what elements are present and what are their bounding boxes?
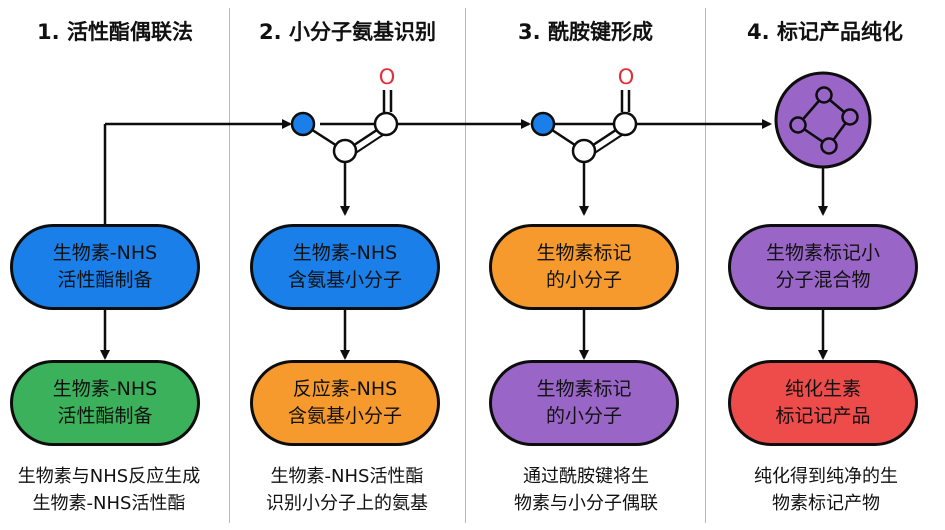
molecule-atom-blue bbox=[530, 111, 556, 137]
step-1-bottom-box: 生物素-NHS 活性酯制备 bbox=[10, 360, 200, 446]
box-line: 反应素-NHS bbox=[292, 378, 398, 400]
step-1-top-box: 生物素-NHS 活性酯制备 bbox=[10, 224, 200, 310]
step-3-description: 通过酰胺键将生 物素与小分子偶联 bbox=[472, 463, 700, 517]
column-separator-1 bbox=[229, 8, 230, 523]
step-2-bottom-box: 反应素-NHS 含氨基小分子 bbox=[250, 360, 440, 446]
column-separator-3 bbox=[705, 8, 706, 523]
box-line: 生物素-NHS bbox=[292, 242, 398, 264]
molecule-atom bbox=[612, 111, 638, 137]
oxygen-label: O bbox=[379, 65, 396, 89]
description-line: 生物素-NHS活性酯 bbox=[270, 466, 424, 487]
description-line: 物素与小分子偶联 bbox=[514, 493, 658, 514]
box-line: 生物素标记 bbox=[536, 378, 632, 400]
step-1-title: 1. 活性酯偶联法 bbox=[37, 20, 193, 44]
box-line: 生物素标记小 bbox=[765, 242, 880, 264]
description-line: 识别小分子上的氨基 bbox=[266, 493, 428, 514]
step-2-title: 2. 小分子氨基识别 bbox=[259, 20, 436, 44]
step-4-title: 4. 标记产品纯化 bbox=[747, 20, 903, 44]
box-line: 活性酯制备 bbox=[57, 269, 153, 291]
step-4-top-box: 生物素标记小 分子混合物 bbox=[728, 224, 918, 310]
description-line: 物素标记产物 bbox=[772, 493, 880, 514]
molecule-atom bbox=[571, 138, 597, 164]
box-line: 含氨基小分子 bbox=[287, 269, 402, 291]
box-line: 纯化生素 bbox=[784, 378, 861, 400]
step-4-bottom-box: 纯化生素 标记记产品 bbox=[728, 360, 918, 446]
step-4-description: 纯化得到纯净的生 物素标记产物 bbox=[712, 463, 940, 517]
box-line: 分子混合物 bbox=[775, 269, 871, 291]
molecule-atom bbox=[373, 111, 399, 137]
step-2-top-box: 生物素-NHS 含氨基小分子 bbox=[250, 224, 440, 310]
box-line: 生物素-NHS bbox=[52, 242, 158, 264]
box-line: 生物素-NHS bbox=[52, 378, 158, 400]
step-3-top-box: 生物素标记 的小分子 bbox=[489, 224, 679, 310]
step-3-title: 3. 酰胺键形成 bbox=[518, 20, 653, 44]
description-line: 生物素-NHS活性酯 bbox=[32, 493, 186, 514]
step-3-bottom-box: 生物素标记 的小分子 bbox=[489, 360, 679, 446]
step-1-description: 生物素与NHS反应生成 生物素-NHS活性酯 bbox=[0, 463, 218, 517]
box-line: 含氨基小分子 bbox=[287, 405, 402, 427]
description-line: 纯化得到纯净的生 bbox=[754, 466, 898, 487]
graph-molecule-icon bbox=[774, 71, 872, 169]
molecule-atom-blue bbox=[290, 111, 316, 137]
box-line: 的小分子 bbox=[545, 405, 622, 427]
description-line: 生物素与NHS反应生成 bbox=[17, 466, 201, 487]
step-2-description: 生物素-NHS活性酯 识别小分子上的氨基 bbox=[236, 463, 458, 517]
box-line: 活性酯制备 bbox=[57, 405, 153, 427]
molecule-atom bbox=[332, 138, 358, 164]
column-separator-2 bbox=[465, 8, 466, 523]
oxygen-label: O bbox=[618, 65, 635, 89]
box-line: 的小分子 bbox=[545, 269, 622, 291]
description-line: 通过酰胺键将生 bbox=[523, 466, 649, 487]
box-line: 生物素标记 bbox=[536, 242, 632, 264]
box-line: 标记记产品 bbox=[775, 405, 871, 427]
